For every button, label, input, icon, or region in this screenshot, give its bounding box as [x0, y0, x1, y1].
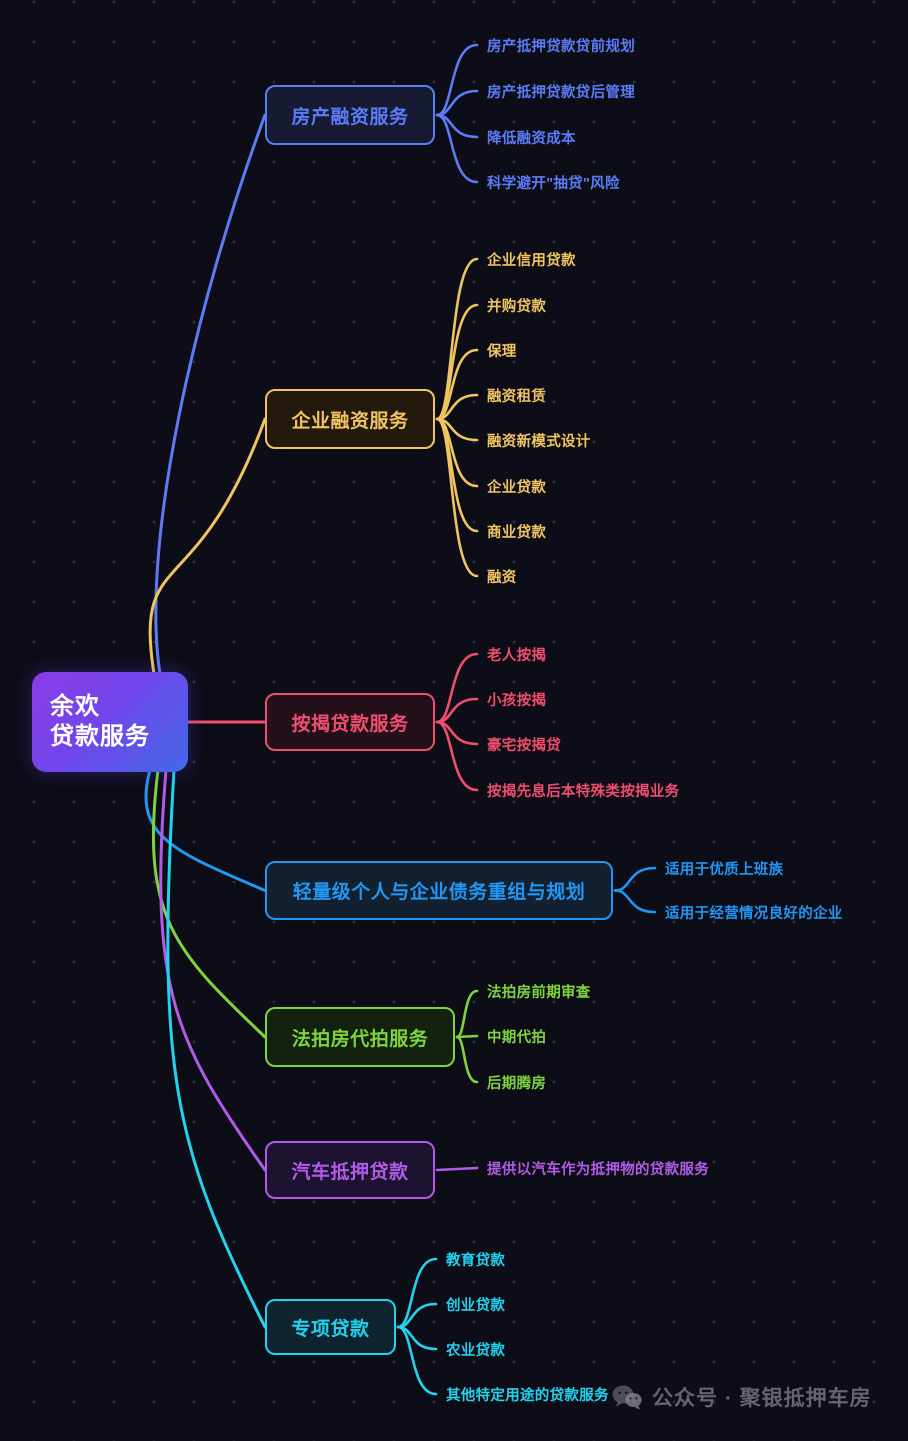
leaf-node[interactable]: 教育贷款: [446, 1253, 506, 1269]
branch-label: 企业融资服务: [291, 410, 409, 432]
branch-label: 法拍房代拍服务: [291, 1028, 429, 1050]
leaf-node[interactable]: 豪宅按揭贷: [487, 738, 561, 754]
branch-label: 按揭贷款服务: [291, 713, 409, 735]
branch-node-5[interactable]: 法拍房代拍服务: [265, 1007, 455, 1067]
leaf-node[interactable]: 房产抵押贷款贷后管理: [487, 85, 635, 101]
branch-node-7[interactable]: 专项贷款: [265, 1299, 396, 1355]
branch-node-4[interactable]: 轻量级个人与企业债务重组与规划: [265, 861, 613, 920]
branch-node-1[interactable]: 房产融资服务: [265, 85, 435, 145]
leaf-node[interactable]: 商业贷款: [487, 525, 547, 541]
leaf-node[interactable]: 中期代拍: [487, 1030, 547, 1046]
leaf-node[interactable]: 融资新模式设计: [487, 434, 591, 450]
leaf-node[interactable]: 老人按揭: [487, 648, 547, 664]
branch-node-6[interactable]: 汽车抵押贷款: [265, 1141, 435, 1199]
leaf-node[interactable]: 企业信用贷款: [487, 253, 576, 269]
wechat-icon: [612, 1385, 642, 1410]
root-label-line2: 贷款服务: [50, 723, 150, 750]
leaf-node[interactable]: 降低融资成本: [487, 131, 576, 147]
leaf-node[interactable]: 适用于优质上班族: [665, 862, 784, 878]
leaf-node[interactable]: 农业贷款: [446, 1343, 506, 1359]
leaf-node[interactable]: 法拍房前期审查: [487, 985, 591, 1001]
root-node[interactable]: 余欢贷款服务: [32, 672, 188, 772]
leaf-node[interactable]: 融资租赁: [487, 389, 547, 405]
leaf-node[interactable]: 企业贷款: [487, 480, 547, 496]
leaf-node[interactable]: 创业贷款: [446, 1298, 506, 1314]
leaf-node[interactable]: 适用于经营情况良好的企业: [665, 906, 843, 922]
branch-label: 房产融资服务: [291, 106, 409, 128]
branch-node-3[interactable]: 按揭贷款服务: [265, 693, 435, 751]
watermark-text: 公众号 · 聚银抵押车房: [652, 1387, 872, 1410]
leaf-node[interactable]: 其他特定用途的贷款服务: [446, 1388, 609, 1404]
leaf-node[interactable]: 科学避开"抽贷"风险: [487, 176, 620, 192]
root-label-line1: 余欢: [50, 693, 100, 720]
leaf-node[interactable]: 小孩按揭: [487, 693, 547, 709]
leaf-node[interactable]: 房产抵押贷款贷前规划: [487, 39, 635, 55]
leaf-node[interactable]: 提供以汽车作为抵押物的贷款服务: [487, 1162, 709, 1178]
branch-label: 汽车抵押贷款: [291, 1161, 409, 1183]
branch-label: 轻量级个人与企业债务重组与规划: [292, 882, 586, 903]
branch-label: 专项贷款: [291, 1318, 370, 1340]
leaf-node[interactable]: 融资: [487, 570, 517, 586]
watermark: 公众号 · 聚银抵押车房: [612, 1382, 872, 1412]
branch-node-2[interactable]: 企业融资服务: [265, 389, 435, 449]
leaf-node[interactable]: 并购贷款: [487, 299, 547, 315]
leaf-node[interactable]: 后期腾房: [487, 1076, 547, 1092]
leaf-node[interactable]: 保理: [487, 344, 517, 360]
leaf-node[interactable]: 按揭先息后本特殊类按揭业务: [487, 784, 680, 800]
